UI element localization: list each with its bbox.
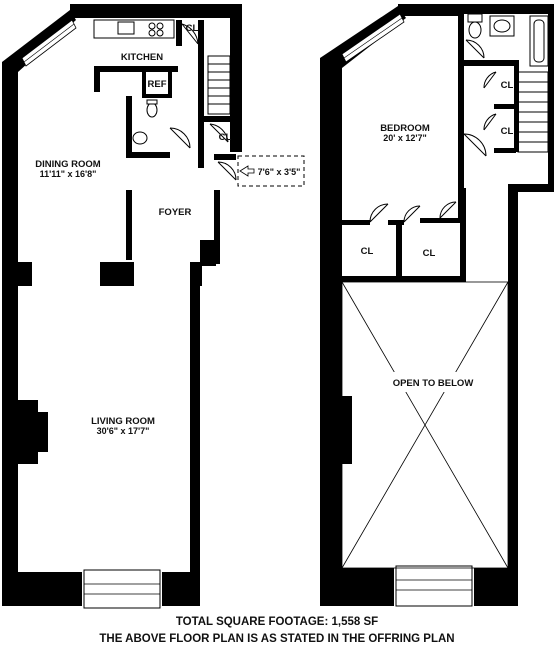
ref-label: REF [148, 79, 167, 90]
entry-size-label: 7'6" x 3'5" [258, 167, 301, 177]
closet-label-kitchen: CL [186, 23, 199, 34]
lower-level-plan: KITCHEN REF CL CL DINING ROOM 11'11" x 1… [2, 4, 305, 609]
open-to-below-area [341, 281, 509, 569]
closet-label-upper-4: CL [423, 248, 436, 259]
upper-stairs [517, 71, 549, 153]
foyer-label: FOYER [159, 207, 192, 218]
bedroom-label: BEDROOM [380, 123, 430, 134]
kitchen-label: KITCHEN [121, 52, 163, 63]
upper-doors [369, 39, 497, 223]
closet-label-upper-1: CL [501, 80, 514, 91]
entry-vestibule [237, 155, 305, 187]
lower-interior-walls [94, 20, 236, 266]
upper-level-plan: BEDROOM 20' x 12'7" CL CL CL CL OPEN TO … [320, 4, 554, 607]
closet-label-upper-3: CL [361, 246, 374, 257]
closet-label-upper-2: CL [501, 126, 514, 137]
dining-room-size: 11'11" x 16'8" [40, 169, 97, 179]
lower-doors [169, 23, 237, 181]
open-to-below-label: OPEN TO BELOW [393, 378, 474, 389]
bedroom-size: 20' x 12'7" [383, 133, 427, 143]
dining-room-label: DINING ROOM [35, 159, 101, 170]
bathroom-fixtures [467, 13, 549, 67]
offering-plan-note: THE ABOVE FLOOR PLAN IS AS STATED IN THE… [99, 633, 454, 645]
lower-walls [2, 4, 242, 606]
closet-label-hall: CL [219, 132, 232, 143]
total-square-footage: TOTAL SQUARE FOOTAGE: 1,558 SF [176, 616, 378, 628]
living-room-size: 30'6" x 17'7" [97, 426, 150, 436]
powder-room-fixtures [132, 99, 158, 145]
lower-stairs [207, 55, 231, 115]
upper-interior-walls [342, 14, 519, 282]
kitchen-fixtures [93, 19, 175, 39]
living-room-label: LIVING ROOM [91, 416, 155, 427]
upper-walls [320, 4, 554, 606]
